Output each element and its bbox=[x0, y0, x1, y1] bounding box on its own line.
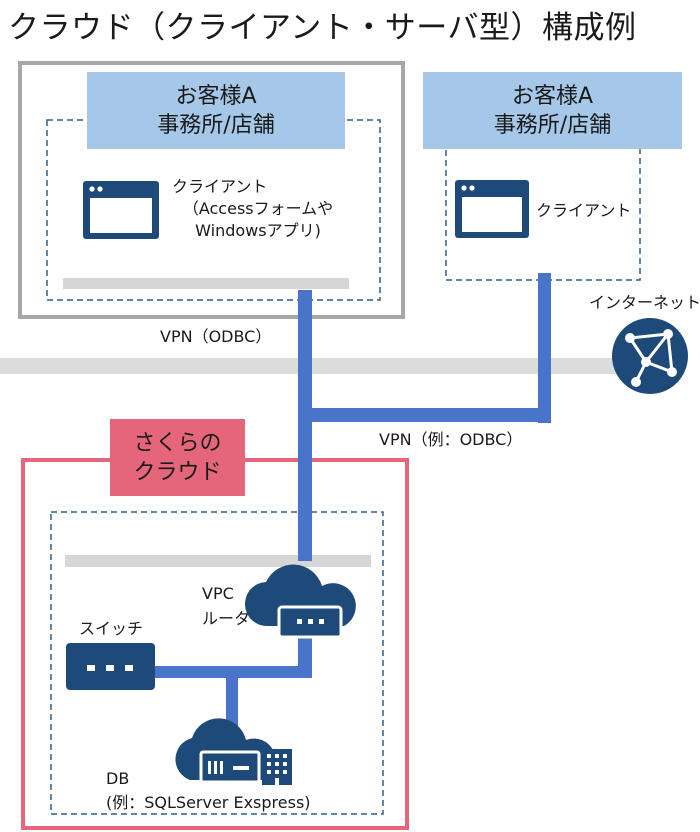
switch-icon bbox=[66, 643, 155, 690]
internet-band bbox=[0, 358, 650, 374]
globe-network-icon bbox=[612, 318, 688, 394]
office-type: 事務所/店舗 bbox=[493, 112, 612, 138]
customer-office-left-label: お客様A 事務所/店舗 bbox=[87, 72, 345, 149]
office-left-lan-bar bbox=[63, 278, 349, 289]
switch-label: スイッチ bbox=[79, 619, 144, 638]
window-icon bbox=[83, 181, 159, 239]
vpn-line-right-vertical bbox=[538, 273, 551, 423]
window-icon bbox=[455, 180, 529, 238]
office-type: 事務所/店舗 bbox=[157, 112, 275, 138]
vpn-line-left-vertical bbox=[298, 290, 312, 561]
customer-name: お客様A bbox=[175, 83, 257, 109]
vpn-right-label: VPN（例：ODBC） bbox=[379, 430, 523, 449]
client-left-label: クライアント （Accessフォームや Windowsアプリ) bbox=[172, 177, 334, 240]
sakura-cloud-label: さくらの クラウド bbox=[110, 419, 245, 496]
diagram-title: クラウド（クライアント・サーバ型）構成例 bbox=[8, 10, 637, 46]
db-label: DB (例：SQLServer Exspress) bbox=[106, 769, 311, 812]
building-icon bbox=[262, 749, 292, 785]
customer-office-right-label: お客様A 事務所/店舗 bbox=[423, 72, 682, 149]
db-link-vertical bbox=[226, 666, 238, 728]
vpc-router-label: VPC ルータ bbox=[202, 584, 251, 628]
office-left-dashed-area bbox=[46, 119, 381, 301]
internet-label: インターネット bbox=[589, 293, 700, 312]
client-right-label: クライアント bbox=[536, 201, 632, 220]
cloud-server-icon bbox=[175, 718, 276, 784]
vpn-line-horizontal bbox=[298, 408, 551, 422]
customer-name: お客様A bbox=[511, 83, 594, 109]
cloud-router-icon bbox=[244, 564, 356, 639]
office-right-dashed-area bbox=[445, 121, 641, 281]
office-left-frame bbox=[18, 61, 405, 319]
cloud-dashed-area bbox=[50, 511, 384, 815]
cloud-lan-bar bbox=[65, 555, 371, 567]
vpn-left-label: VPN（ODBC） bbox=[160, 327, 272, 346]
vpn-connections bbox=[155, 273, 551, 728]
